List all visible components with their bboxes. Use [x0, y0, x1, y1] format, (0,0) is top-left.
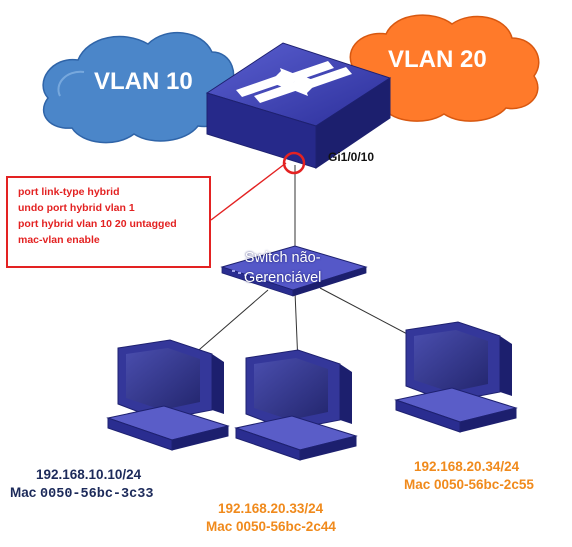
config-line: undo port hybrid vlan 1 — [18, 202, 135, 214]
host-mac: 0050-56bc-2c55 — [434, 477, 534, 492]
config-line: mac-vlan enable — [18, 234, 100, 246]
config-line: port hybrid vlan 10 20 untagged — [18, 218, 177, 230]
port-label: Gi1/0/10 — [328, 150, 375, 164]
host-mac: 0050-56bc-3c33 — [40, 487, 154, 502]
core-switch — [205, 42, 392, 169]
unmanaged-switch-label: Switch não- Gerenciável — [244, 248, 321, 288]
pc-icon — [106, 339, 230, 451]
host-mac-prefix: Mac — [404, 477, 435, 492]
host-mac: 0050-56bc-2c44 — [236, 519, 336, 534]
config-box: port link-type hybrid undo port hybrid v… — [6, 176, 211, 268]
pc-icon — [394, 321, 518, 433]
host-mac-prefix: Mac — [206, 519, 237, 534]
unmanaged-switch-label-line2: Gerenciável — [244, 270, 322, 286]
config-line: port link-type hybrid — [18, 186, 120, 198]
vlan20-label: VLAN 20 — [388, 46, 487, 73]
host-ip: 192.168.20.33/24 — [218, 501, 324, 516]
host-label-1: 192.168.10.10/24 Mac 0050-56bc-3c33 — [10, 466, 153, 504]
switch-arrows-icon — [236, 61, 352, 103]
host-ip: 192.168.10.10/24 — [36, 467, 142, 482]
port-highlight-circle — [282, 151, 306, 175]
vlan20-cloud — [349, 14, 540, 122]
vlan10-label: VLAN 10 — [94, 68, 193, 95]
host-label-3: 192.168.20.34/24 Mac 0050-56bc-2c55 — [404, 458, 534, 494]
host-label-2: 192.168.20.33/24 Mac 0050-56bc-2c44 — [206, 500, 336, 536]
host-ip: 192.168.20.34/24 — [414, 459, 520, 474]
callout-line — [210, 162, 287, 221]
host-mac-prefix: Mac — [10, 485, 41, 500]
unmanaged-switch-label-line1: Switch não- — [244, 250, 321, 266]
pc-icon — [234, 349, 358, 461]
unmanaged-switch — [220, 245, 368, 297]
